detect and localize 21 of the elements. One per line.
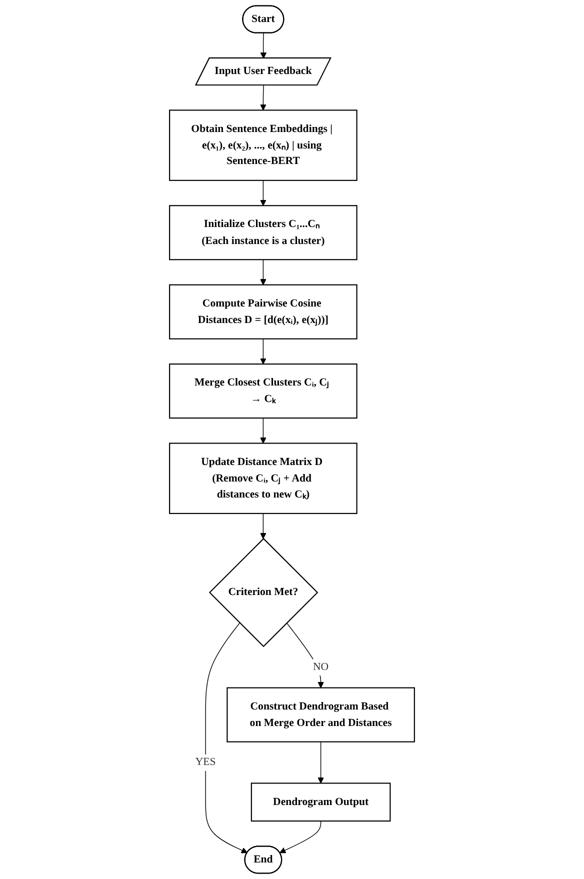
arrow [205,622,248,854]
edge-label: YES [195,756,216,768]
node-box: Update Distance Matrix D (Remove Cᵢ, Cⱼ + Add distances to new Cₖ) [169,442,358,514]
arrow [260,32,267,59]
arrow [260,180,266,206]
arrow [286,622,324,688]
node-box: Merge Closest Clusters Cᵢ, Cⱼ → Cₖ [169,364,358,419]
edge-label: NO [313,661,329,673]
node-box: Compute Pairwise Cosine Distances D = [d(e(xᵢ), e(xⱼ))] [169,284,358,340]
node-diamond: Criterion Met? [208,538,318,648]
node-box: Construct Dendrogram Based on Merge Order and Distances [226,687,415,742]
arrow [260,338,266,364]
node-box: Obtain Sentence Embeddings | e(x₁), e(x₂), ..., e(xₙ) | using Sentence-BERT [169,110,358,181]
node-box: Initialize Clusters C₁...Cₙ (Each instance is a cluster) [169,205,358,260]
arrow [260,513,266,539]
arrow [260,84,266,110]
arrow [318,741,324,784]
node-box: Dendrogram Output [250,782,391,822]
arrow [279,820,322,854]
arrow [260,259,266,286]
arrow [260,418,266,444]
